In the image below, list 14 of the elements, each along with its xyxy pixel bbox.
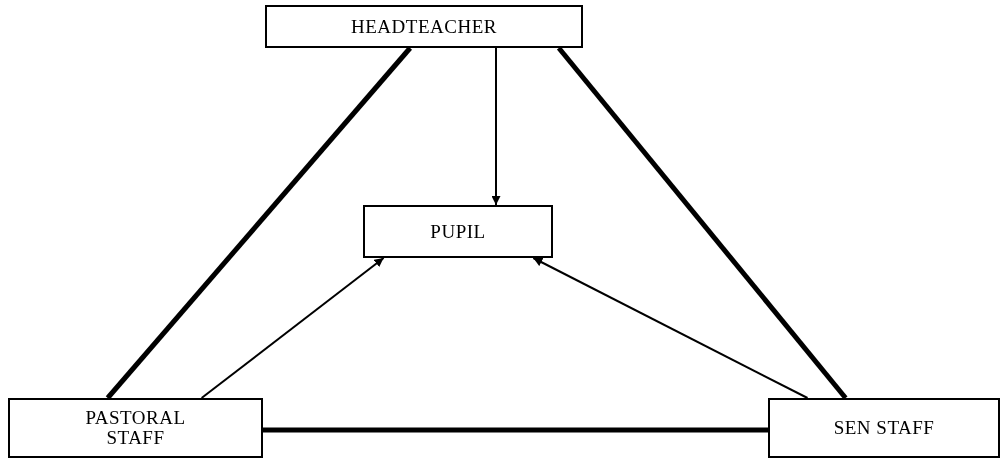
box-label: SEN STAFF [833, 418, 935, 438]
connector-line [263, 427, 768, 433]
arrow [532, 257, 809, 399]
label-box [8, 398, 263, 458]
box-label: HEADTEACHER [351, 16, 497, 37]
label-box [768, 398, 1000, 458]
connector-line [105, 46, 412, 400]
label-box [363, 205, 553, 258]
arrow [491, 47, 501, 206]
arrow [200, 257, 385, 399]
box-label: PASTORAL STAFF [84, 408, 187, 448]
box-label: PUPIL [430, 221, 486, 242]
label-box [265, 5, 583, 48]
connector-line [556, 46, 848, 400]
